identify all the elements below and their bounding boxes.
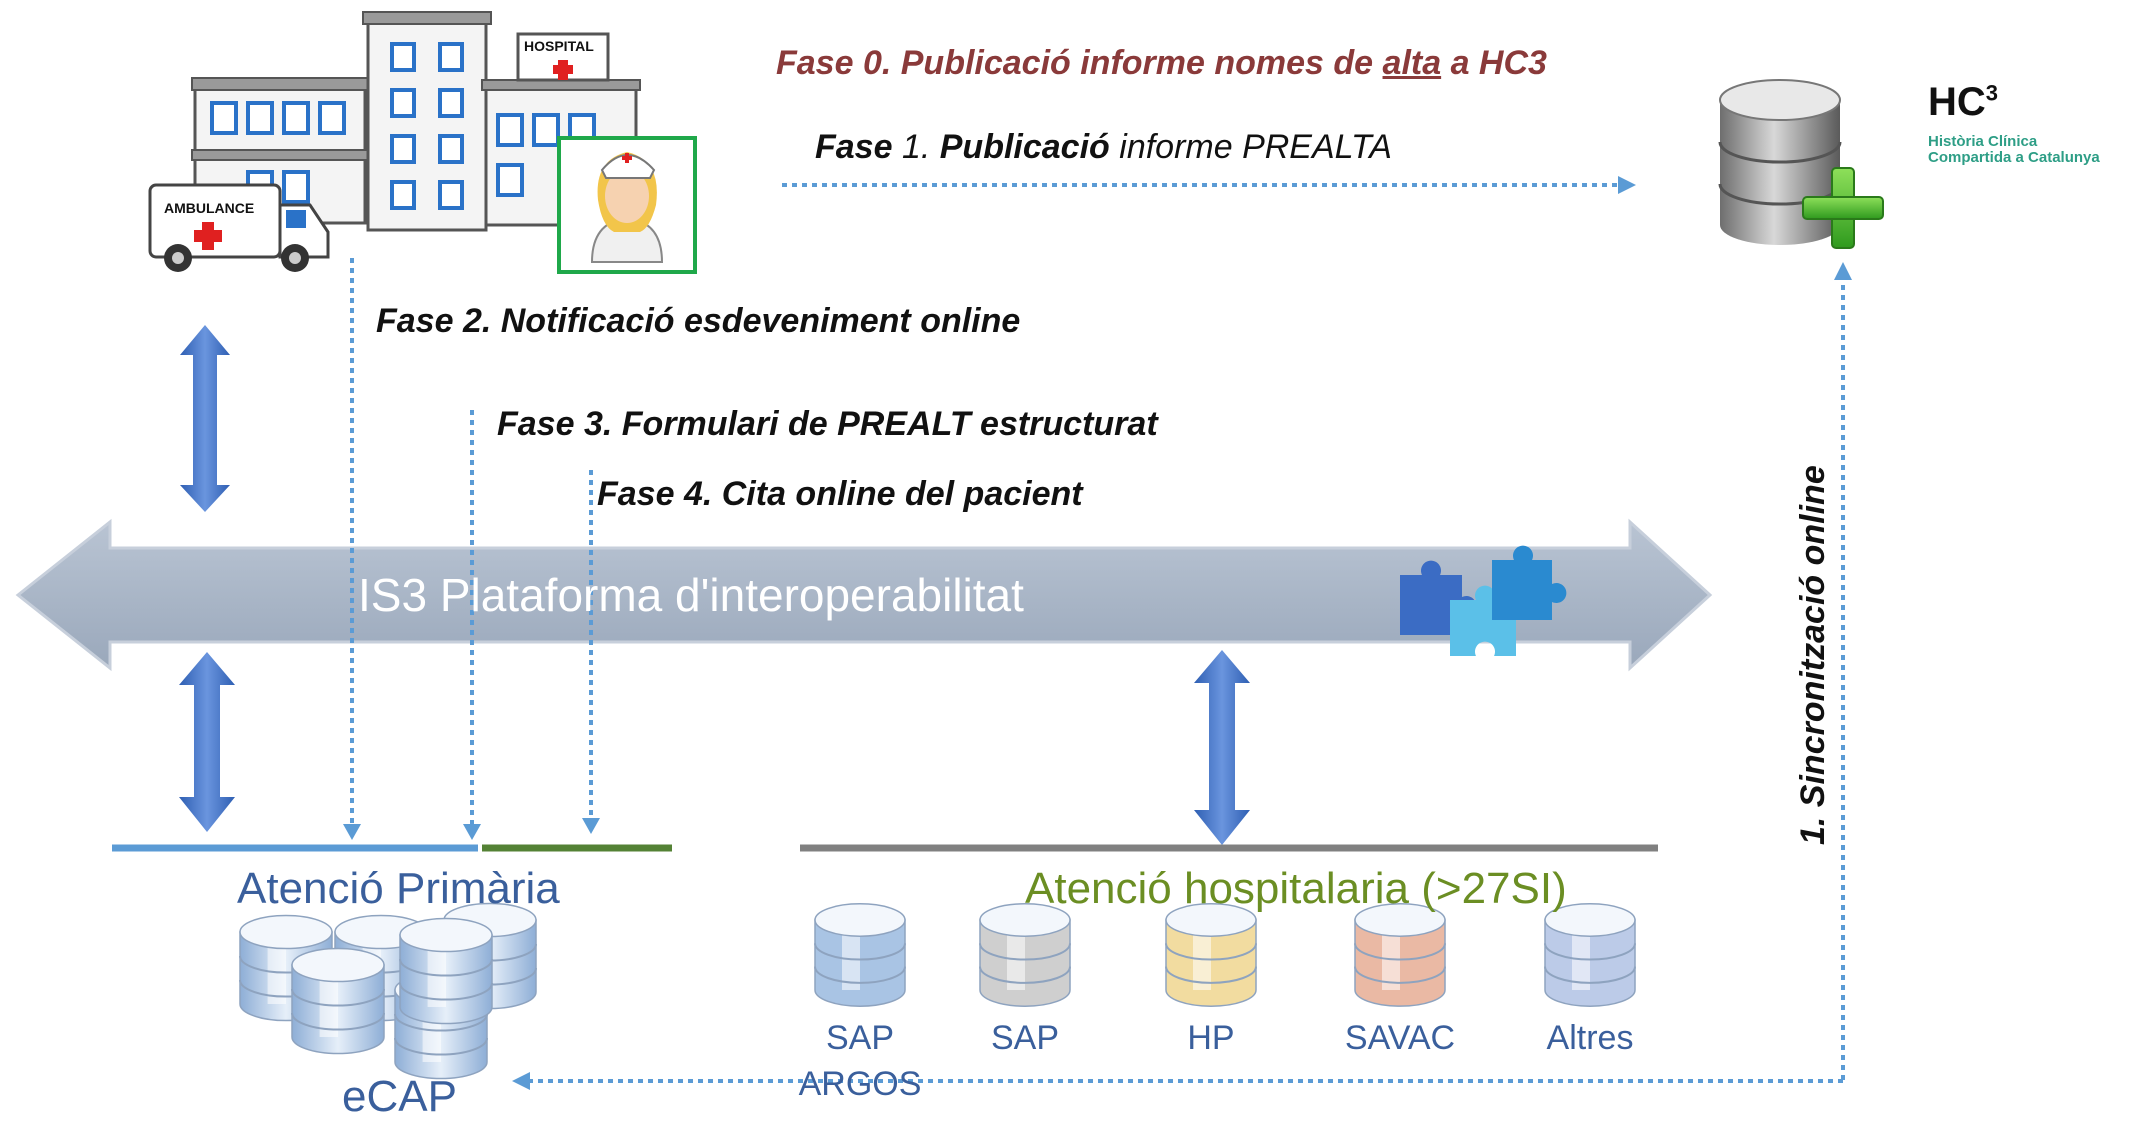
puzzle-icon bbox=[1400, 545, 1567, 656]
phase4-label: Fase 4. Cita online del pacient bbox=[597, 475, 1083, 513]
hc3-subtitle: Història Clínica Compartida a Catalunya bbox=[1928, 133, 2100, 166]
dotted-arrowheads bbox=[343, 176, 1852, 1090]
hc3-title: HC3 bbox=[1928, 80, 1999, 124]
hospital-system-label-2: SAP bbox=[955, 1015, 1095, 1061]
system-name: Altres bbox=[1546, 1019, 1634, 1057]
hospital-system-label-3: HP bbox=[1141, 1015, 1281, 1061]
phase3-label: Fase 3. Formulari de PREALT estructurat bbox=[497, 405, 1158, 443]
system-name: HP bbox=[1187, 1019, 1235, 1057]
system-name: SAP bbox=[825, 1019, 895, 1057]
primary-care-title: Atenció Primària bbox=[237, 864, 560, 913]
platform-double-arrow bbox=[15, 518, 1713, 672]
ecap-database-cluster bbox=[239, 902, 537, 1080]
dotted-arrows bbox=[350, 183, 1845, 1083]
hospital-care-title: Atenció hospitalaria (>27SI) bbox=[1025, 864, 1567, 913]
nurse-avatar bbox=[557, 136, 697, 274]
hospital-system-database-4 bbox=[1354, 903, 1446, 1007]
hospital-sign: HOSPITAL bbox=[524, 38, 594, 54]
hospital-system-label-4: SAVAC bbox=[1330, 1015, 1470, 1061]
hospital-system-databases bbox=[814, 903, 1636, 1007]
sync-label: 1. Sincronització online bbox=[1794, 465, 1832, 845]
phase0-label: Fase 0. Publicació informe nomes de alta… bbox=[776, 44, 1547, 82]
hospital-system-database-2 bbox=[979, 903, 1071, 1007]
hospital-system-label-1: SAP ARGOS bbox=[790, 1015, 930, 1107]
hc3-database-icon bbox=[1718, 79, 1884, 249]
phase2-label: Fase 2. Notificació esdeveniment online bbox=[376, 302, 1021, 340]
bidirectional-arrows bbox=[179, 325, 1250, 845]
ecap-database-6 bbox=[399, 917, 493, 1025]
system-name-line2: ARGOS bbox=[798, 1065, 922, 1103]
ecap-label: eCAP bbox=[342, 1072, 457, 1121]
ecap-database-4 bbox=[291, 947, 385, 1055]
system-name: SAP bbox=[990, 1019, 1060, 1057]
hospital-system-database-1 bbox=[814, 903, 906, 1007]
hospital-system-database-3 bbox=[1165, 903, 1257, 1007]
system-name: SAVAC bbox=[1344, 1019, 1456, 1057]
platform-label: IS3 Plataforma d'interoperabilitat bbox=[358, 569, 1024, 621]
ambulance-sign: AMBULANCE bbox=[164, 200, 255, 216]
hospital-system-label-5: Altres bbox=[1520, 1015, 1660, 1061]
hospital-system-database-5 bbox=[1544, 903, 1636, 1007]
phase1-label: Fase 1. Publicació informe PREALTA bbox=[815, 128, 1392, 166]
